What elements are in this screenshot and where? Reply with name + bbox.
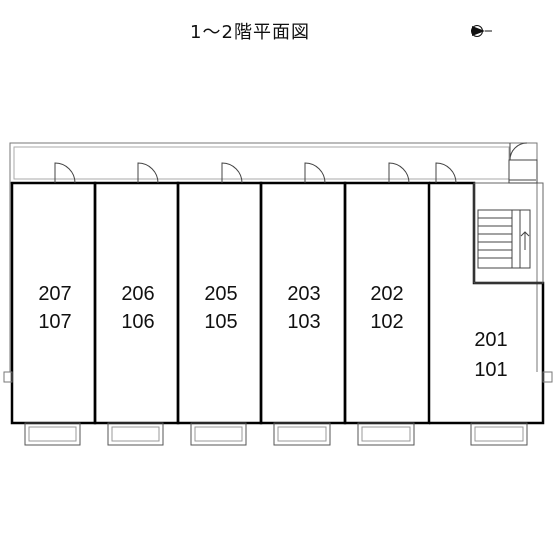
unit-lower-label: 107 (38, 311, 71, 333)
unit-lower-label: 101 (474, 359, 507, 381)
unit-upper-label: 207 (38, 283, 71, 305)
unit-upper-label: 203 (287, 283, 320, 305)
unit-lower-label: 102 (370, 311, 403, 333)
corridor-outline (9, 142, 538, 372)
unit-upper-label: 201 (474, 329, 507, 351)
north-arrow-icon (471, 25, 492, 37)
stairwell (473, 142, 544, 284)
unit-lower-label: 103 (287, 311, 320, 333)
balconies (24, 422, 528, 446)
walls (10, 181, 545, 425)
side-vents (3, 371, 553, 383)
unit-lower-label: 105 (204, 311, 237, 333)
entrance-doors (54, 162, 457, 184)
unit-lower-label: 106 (121, 311, 154, 333)
unit-upper-label: 202 (370, 283, 403, 305)
unit-labels: 207 107 206 106 205 105 203 103 202 102 … (38, 283, 507, 381)
page-title: 1～2階平面図 (190, 22, 310, 43)
unit-upper-label: 206 (121, 283, 154, 305)
unit-upper-label: 205 (204, 283, 237, 305)
